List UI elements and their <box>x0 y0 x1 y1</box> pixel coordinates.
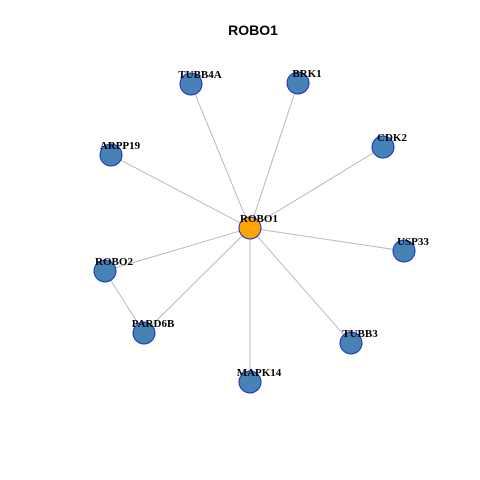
node-tubb4a[interactable] <box>179 72 203 96</box>
edge-robo1-robo2 <box>104 227 251 272</box>
edge-robo2-pard6b <box>104 270 145 334</box>
node-label-usp33: USP33 <box>397 236 429 248</box>
edge-robo1-cdk2 <box>249 146 384 229</box>
edge-robo1-arpp19 <box>110 154 251 229</box>
node-label-pard6b: PARD6B <box>132 318 175 330</box>
node-label-robo1: ROBO1 <box>240 213 278 225</box>
edge-layer <box>104 82 405 382</box>
node-arpp19[interactable] <box>99 143 123 167</box>
node-cdk2[interactable] <box>371 135 395 159</box>
node-label-tubb4a: TUBB4A <box>178 69 221 81</box>
node-layer <box>93 71 416 394</box>
node-robo1[interactable] <box>238 216 262 240</box>
node-label-robo2: ROBO2 <box>95 256 133 268</box>
node-mapk14[interactable] <box>238 370 262 394</box>
node-tubb3[interactable] <box>339 331 363 355</box>
node-label-arpp19: ARPP19 <box>100 140 141 152</box>
edge-robo1-tubb4a <box>190 83 251 229</box>
node-label-tubb3: TUBB3 <box>342 328 378 340</box>
edge-robo1-usp33 <box>249 227 405 252</box>
node-label-cdk2: CDK2 <box>377 132 407 144</box>
diagram-title: ROBO1 <box>228 22 278 38</box>
node-brk1[interactable] <box>286 71 310 95</box>
node-pard6b[interactable] <box>132 321 156 345</box>
node-label-mapk14: MAPK14 <box>237 367 282 379</box>
node-label-brk1: BRK1 <box>292 68 321 80</box>
node-robo2[interactable] <box>93 259 117 283</box>
edge-robo1-brk1 <box>249 82 299 229</box>
node-usp33[interactable] <box>392 239 416 263</box>
edge-robo1-pard6b <box>143 227 251 334</box>
edge-robo1-tubb3 <box>249 227 352 344</box>
